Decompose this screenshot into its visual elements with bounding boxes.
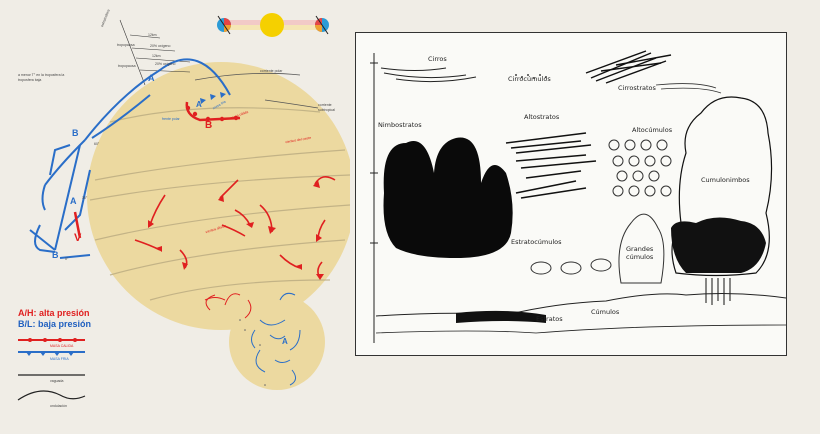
legend-low-pressure: B/L: baja presión (18, 319, 92, 329)
label-tropopausa: tropopausa (118, 64, 136, 68)
label-cumulos: Cúmulos (591, 308, 620, 316)
letter-b1: B (72, 128, 79, 138)
label-deg-30: 30° (82, 196, 88, 200)
label-alt-12: 12km (148, 33, 157, 37)
label-cirrocumulos: Cirrocúmulos (508, 75, 551, 83)
letter-v: V (74, 232, 82, 244)
nimbostratus-cloud (383, 137, 513, 258)
globe (87, 62, 350, 330)
small-globe (229, 294, 325, 390)
label-corriente-subtropical: corriente subtropical (318, 103, 335, 112)
letter-a3: A (70, 196, 77, 206)
label-oxygen-1: 20% oxígeno (150, 44, 171, 48)
label-frente: frente polar (162, 117, 180, 121)
label-deg-60: 60° (94, 142, 100, 146)
label-deg-0: 0° (65, 257, 69, 261)
letter-b3: B (52, 250, 59, 260)
legend-line3: vaguada (50, 379, 64, 383)
label-grandes-cumulos: Grandes cúmulos (626, 245, 654, 261)
legend-cold-front: MASA FRIA (50, 357, 69, 361)
cloud-types-diagram: Cirros Cirrocúmulos Cirrostratos Nimbost… (355, 32, 787, 356)
label-estratocumulos: Estratocúmulos (511, 238, 562, 246)
letter-a4: A (282, 337, 288, 346)
label-estratos: Estratos (536, 315, 563, 323)
label-nimbostratos: Nimbostratos (378, 121, 422, 129)
legend-lines (17, 338, 86, 401)
label-altostratos: Altostratos (524, 113, 560, 121)
legend-warm-front: MASA CALIDA (50, 344, 74, 348)
label-oxygen-2: 20% oxígeno (155, 62, 176, 66)
letter-b2: B (205, 120, 213, 131)
label-corriente-polar: corriente polar (260, 69, 283, 73)
legend-high-pressure: A/H: alta presión (18, 308, 90, 318)
label-tropopausa-top: tropopausa (117, 43, 135, 47)
label-altocumulos: Altocúmulos (632, 126, 673, 134)
circulation-svg (17, 13, 350, 401)
label-cirrostratos: Cirrostratos (618, 84, 656, 92)
atmospheric-circulation-diagram: A B A B B A V A estratosfera a menor T° … (0, 0, 350, 434)
label-alt-12b: 12km (152, 54, 161, 58)
sun-earth-icon (217, 13, 329, 37)
caption-troposphere: a menor T° en la troposfera la troposfer… (18, 73, 65, 82)
label-cumulonimbos: Cumulonimbos (701, 176, 750, 184)
cloud-svg (370, 50, 786, 343)
letter-a2: A (196, 100, 202, 109)
label-cirros: Cirros (428, 55, 447, 63)
legend-line4: ondulación (50, 404, 67, 408)
letter-a1: A (148, 73, 155, 83)
large-cumulus (618, 213, 665, 284)
